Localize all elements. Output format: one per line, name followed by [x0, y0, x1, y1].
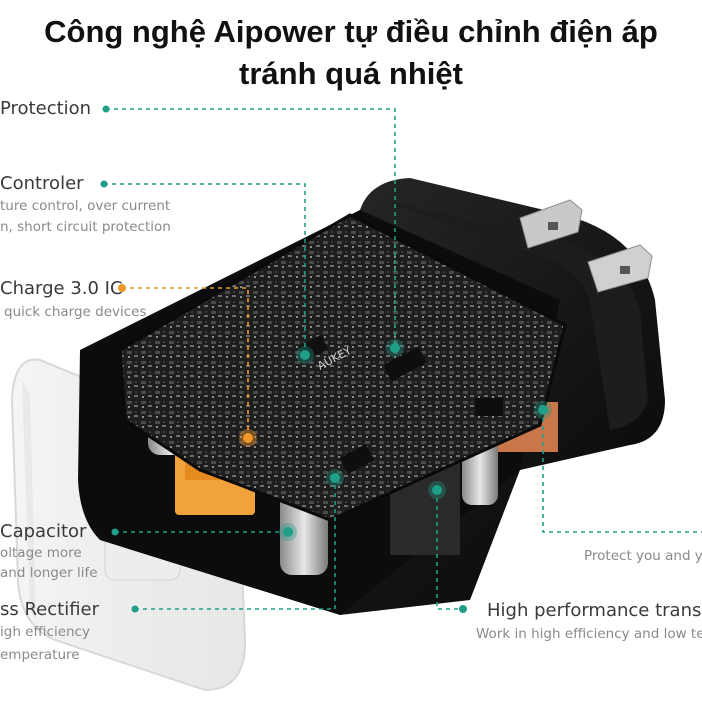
label-rectifier-heading: ss Rectifier — [0, 599, 100, 620]
leader-lines — [104, 108, 702, 610]
leader-quick-charge — [122, 287, 249, 438]
label-quick-charge-line1: quick charge devices — [4, 304, 147, 320]
pcb-upper-layer — [230, 230, 470, 355]
label-rectifier-line2: emperature — [0, 647, 80, 663]
leader-rectifier — [135, 478, 336, 610]
label-capacitor-line1: oltage more — [0, 545, 82, 561]
label-capacitor-line2: and longer life — [0, 565, 98, 581]
label-protect-you: Protect you and yo — [584, 548, 702, 564]
headline-line-1: Công nghệ Aipower tự điều chỉnh điện áp — [44, 14, 658, 49]
headline-line-2: tránh quá nhiệt — [239, 56, 463, 91]
leader-protection — [106, 108, 396, 348]
label-quick-charge-heading: Charge 3.0 IC — [0, 278, 123, 299]
leader-protect-you — [542, 410, 702, 533]
leader-controller — [104, 183, 306, 352]
label-rectifier-line1: igh efficiency — [0, 624, 90, 640]
label-capacitor-heading: Capacitor — [0, 521, 87, 542]
label-controller-line1: ture control, over current — [0, 198, 171, 214]
label-transformer-line1: Work in high efficiency and low ten — [476, 626, 702, 642]
label-transformer-heading: High performance trans — [487, 600, 702, 621]
leader-transformer — [436, 490, 463, 610]
plug-prongs — [519, 199, 653, 293]
label-protection: Protection — [0, 98, 92, 119]
label-controller-heading: Controler — [0, 173, 84, 194]
marker-dots — [100, 105, 552, 613]
label-controller-line2: n, short circuit protection — [0, 219, 171, 235]
